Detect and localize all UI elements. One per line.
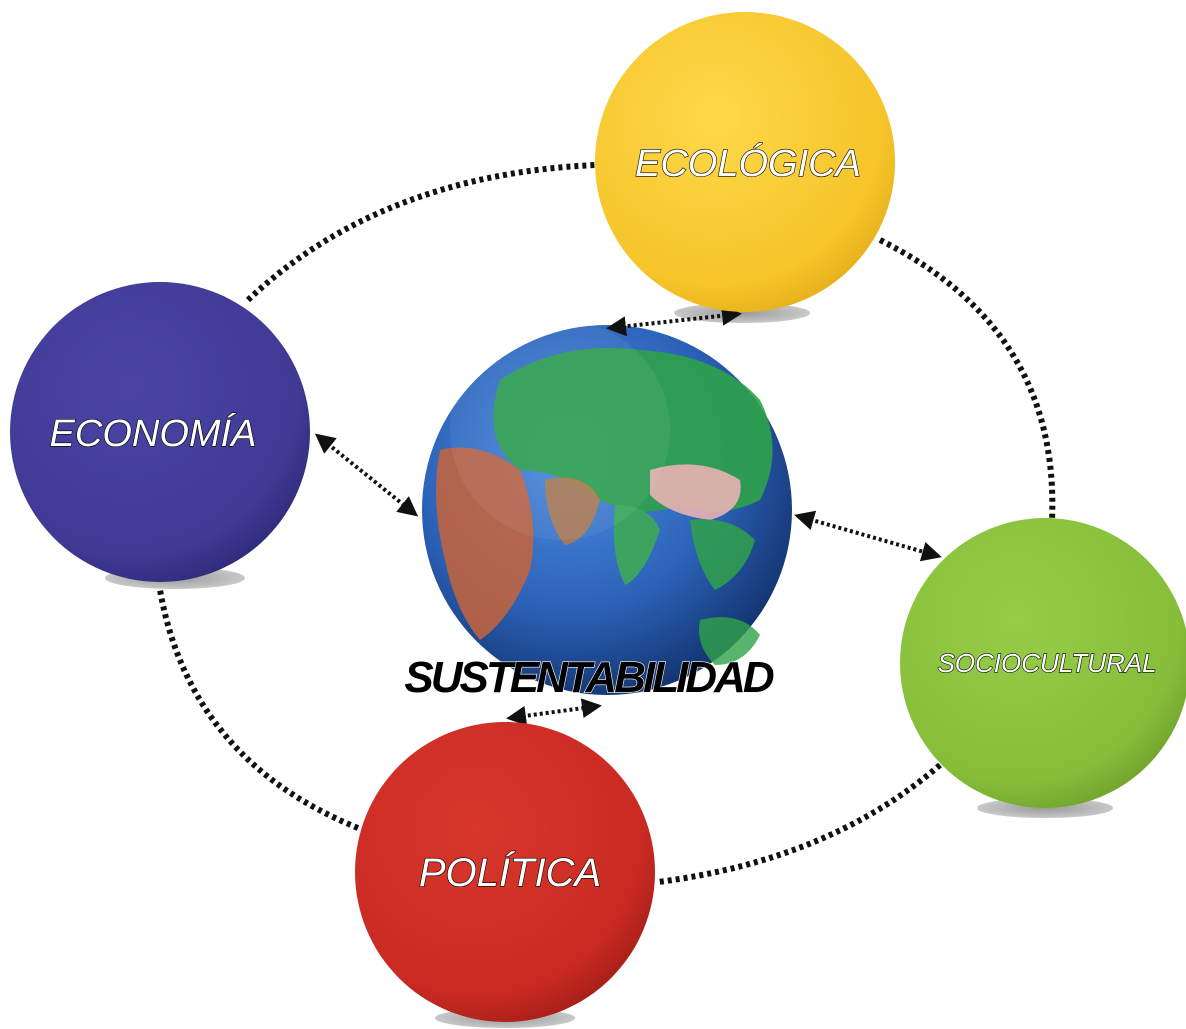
continent-australia [699,617,760,665]
label-sociocultural: SOCIOCULTURAL [937,648,1156,678]
globe-highlight [450,320,670,540]
node-economia: ECONOMÍA [10,282,310,582]
connector-politica-economia [157,589,360,831]
continent-arabia [545,477,600,545]
circle-politica [355,722,655,1022]
region-himalaya [650,464,741,520]
circle-ecologica [595,12,895,312]
globe [422,320,792,695]
center-label: SUSTENTABILIDAD [404,653,774,702]
connector-ecologica-sociocultural [878,237,1056,521]
arrow-economia-center [314,433,419,517]
arrow-sociocultural-center [794,510,942,562]
circle-economia [10,282,310,582]
label-economia: ECONOMÍA [50,412,257,455]
outer-connectors [157,162,1056,885]
connector-sociocultural-politica [657,762,942,885]
continent-africa [436,447,534,640]
continent-india [613,505,660,585]
continent-southeast-asia [690,519,755,590]
connector-economia-ecologica [245,162,596,303]
inner-connectors [314,305,942,726]
label-politica: POLÍTICA [419,850,601,895]
circle-sociocultural [900,518,1186,808]
label-ecologica: ECOLÓGICA [635,142,861,185]
node-ecologica: ECOLÓGICA [595,12,895,312]
node-politica: POLÍTICA [355,722,655,1022]
node-sociocultural: SOCIOCULTURAL [900,518,1186,808]
arrow-politica-center [506,698,602,726]
